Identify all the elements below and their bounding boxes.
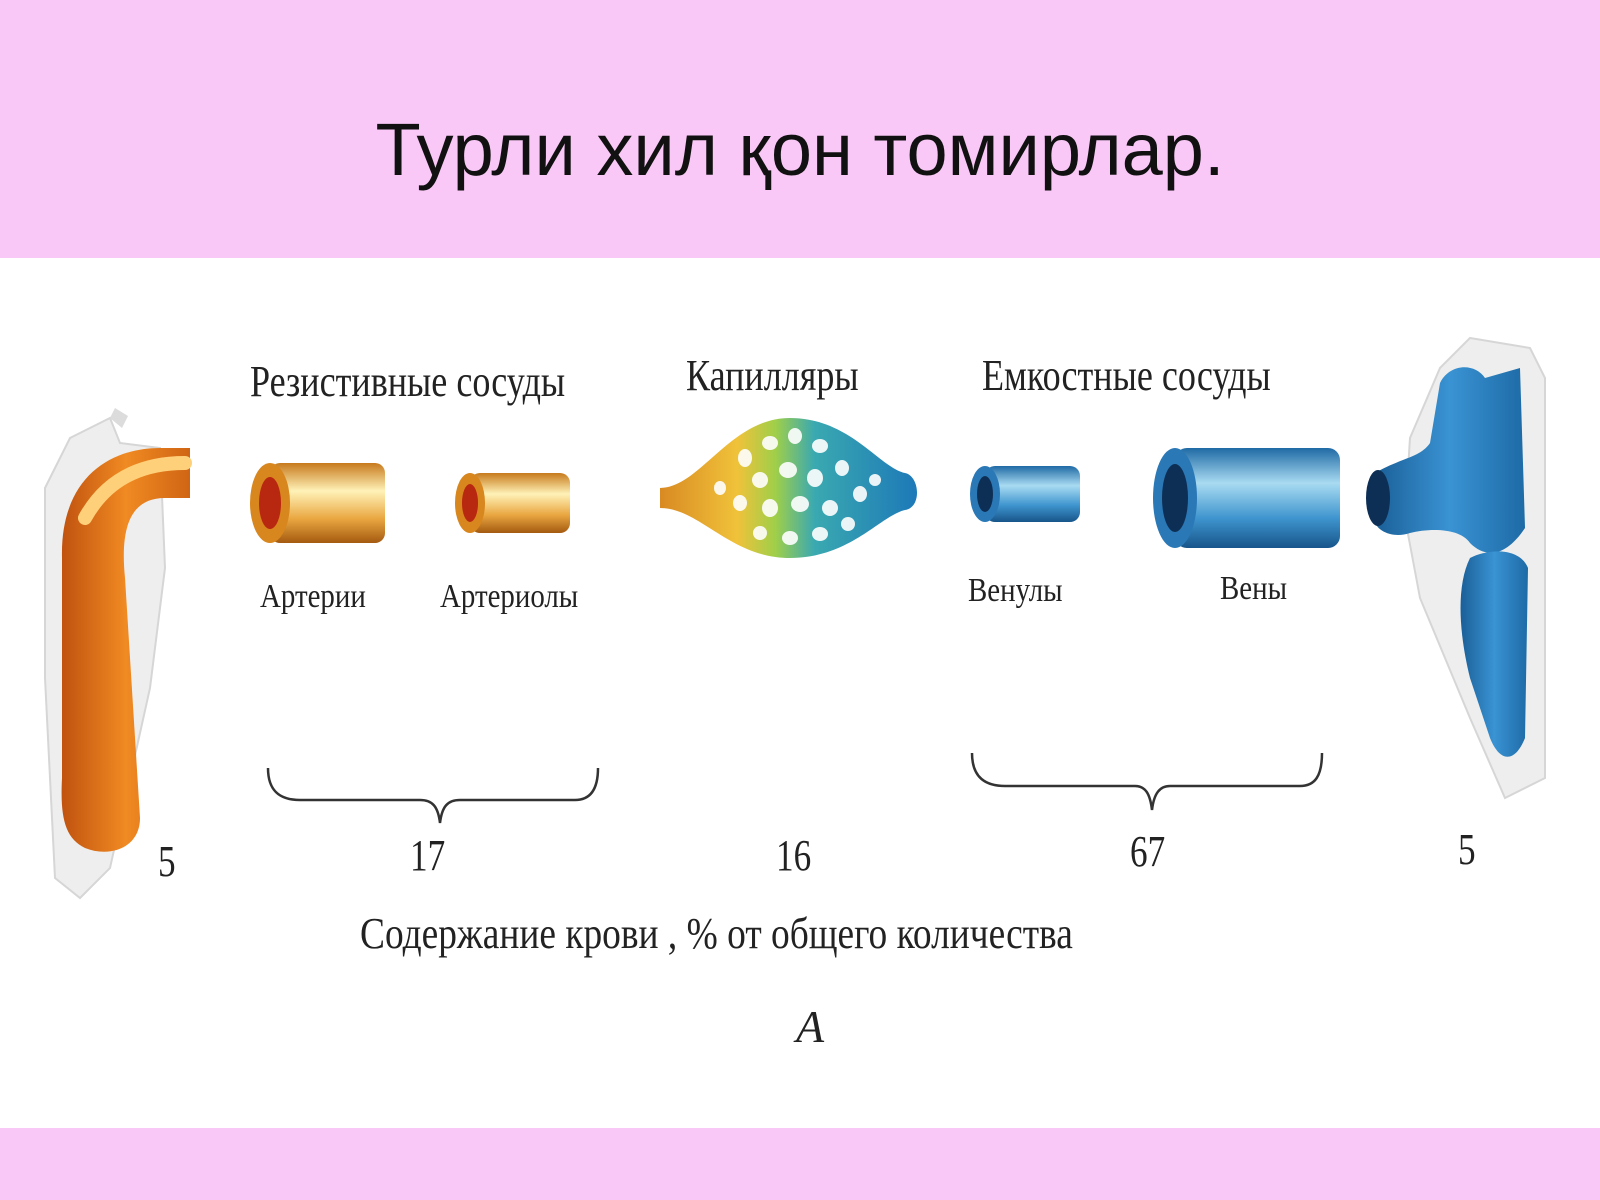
- pct-heart-left: 5: [158, 837, 176, 886]
- vessel-label-veins: Вены: [1220, 570, 1287, 607]
- vessel-label-arteries: Артерии: [260, 578, 366, 615]
- pct-resistive: 17: [410, 831, 446, 880]
- pct-heart-right: 5: [1458, 825, 1476, 874]
- panel-label: А: [796, 1001, 825, 1052]
- resistive-brace: [266, 767, 600, 824]
- pct-capillaries: 16: [776, 831, 812, 880]
- left-heart-icon: [44, 408, 192, 900]
- footer-band: [0, 1128, 1600, 1200]
- group-label-resistive: Резистивные сосуды: [250, 357, 566, 406]
- group-label-capillaries: Капилляры: [686, 351, 859, 400]
- pct-capacitive: 67: [1130, 827, 1166, 876]
- venule-icon: [970, 466, 1080, 522]
- blood-vessels-figure: Резистивные сосуды Капилляры Емкостные с…: [0, 258, 1600, 1128]
- group-label-capacitive: Емкостные сосуды: [982, 351, 1271, 400]
- artery-icon: [250, 463, 385, 543]
- capacitive-brace: [970, 752, 1324, 811]
- vessels-illustration: [44, 336, 1546, 900]
- vein-icon: [1153, 448, 1340, 548]
- vessel-label-venules: Венулы: [968, 572, 1063, 609]
- capillary-network-icon: [660, 418, 918, 558]
- arteriole-icon: [455, 473, 570, 533]
- right-heart-icon: [1366, 336, 1546, 800]
- slide-title: Турли хил қон томирлар.: [375, 108, 1225, 191]
- blood-content-caption: Содержание крови , % от общего количеств…: [360, 909, 1073, 958]
- title-band: [0, 0, 1600, 258]
- vessel-label-arterioles: Артериолы: [440, 578, 579, 615]
